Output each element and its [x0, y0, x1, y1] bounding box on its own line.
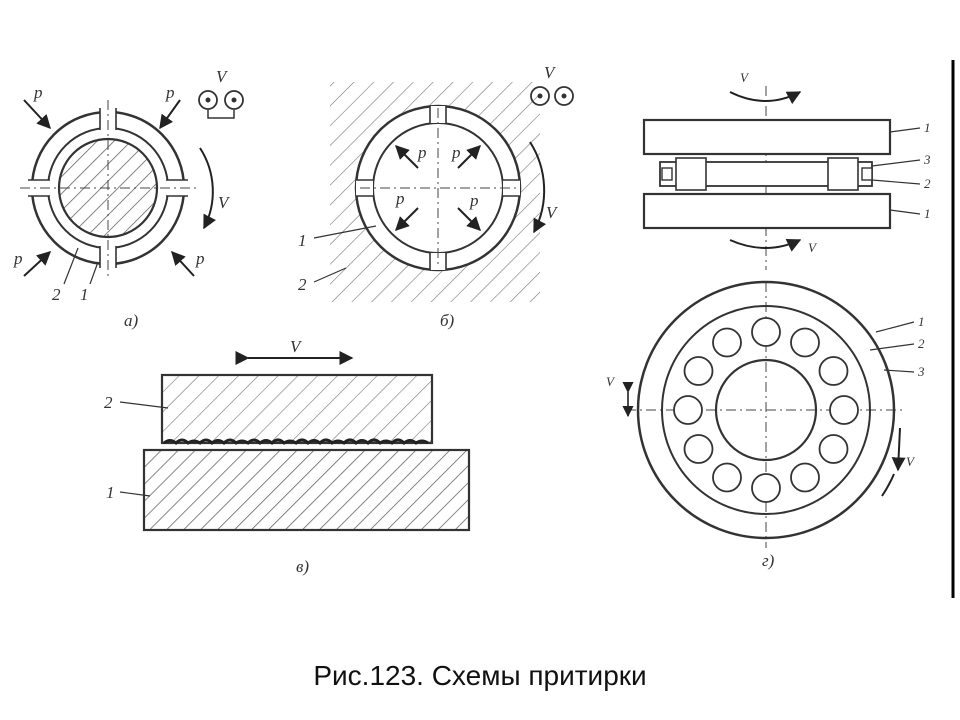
diagram-c: V 2 1 в) [104, 337, 471, 576]
lap-disc-inner [714, 358, 818, 462]
force-label: p [451, 143, 461, 162]
force-label: p [417, 143, 427, 162]
roller [751, 317, 781, 347]
diagram-sublabel: б) [440, 311, 455, 330]
roller [673, 395, 703, 425]
part-label: 2 [104, 393, 113, 412]
rotation-arrow [529, 141, 547, 234]
velocity-label: V [740, 70, 750, 85]
lap-plate-hatched [142, 448, 471, 532]
velocity-label: V [906, 454, 916, 469]
diagram-d-plan: V V 1 2 3 г) [606, 280, 925, 570]
velocity-label: V [544, 63, 557, 82]
part-label: 1 [106, 483, 115, 502]
roller [683, 356, 714, 386]
roller [790, 462, 820, 493]
force-label: p [395, 189, 405, 208]
force-arrow [171, 250, 195, 277]
part-label: 1 [298, 231, 307, 250]
roller [712, 327, 742, 358]
force-label: p [195, 249, 205, 268]
velocity-label: V [606, 374, 616, 389]
workpiece-hatched [160, 373, 434, 445]
roller [712, 462, 742, 493]
part-label: 1 [918, 314, 925, 329]
roller [790, 327, 820, 358]
part-label: 2 [918, 336, 925, 351]
diagram-b: p p p p V V 1 2 б) [298, 63, 574, 330]
part-label: 3 [917, 364, 925, 379]
force-arrow [457, 145, 481, 169]
abrasive-layer [163, 438, 429, 446]
diagram-d-side: V V 1 3 2 1 [642, 70, 931, 270]
roller [818, 434, 849, 464]
force-label: p [13, 249, 23, 268]
force-arrow [159, 99, 181, 130]
part-label: 2 [298, 275, 307, 294]
roller [818, 356, 849, 386]
roller [751, 473, 781, 503]
velocity-label: V [216, 67, 229, 86]
force-label: p [165, 83, 175, 102]
velocity-label: V [546, 203, 559, 222]
part-label: 2 [924, 176, 931, 191]
force-arrow [395, 207, 419, 231]
part-label: 1 [924, 120, 931, 135]
lower-lap-plate [642, 192, 892, 230]
force-arrow [457, 207, 481, 231]
force-arrow [23, 251, 52, 277]
part-label: 1 [924, 206, 931, 221]
roller [829, 395, 859, 425]
velocity-label: V [218, 193, 231, 212]
diagram-a: p p p p V V 2 1 а) [13, 67, 244, 330]
diagram-sublabel: в) [296, 557, 309, 576]
part-label: 3 [923, 152, 931, 167]
part-label: 1 [80, 285, 89, 304]
upper-lap-plate [642, 118, 892, 156]
velocity-label: V [808, 240, 818, 255]
lap-disc-outer [636, 280, 896, 540]
force-arrow [395, 145, 419, 169]
velocity-label: V [290, 337, 303, 356]
diagram-sublabel: а) [124, 311, 139, 330]
part-label: 2 [52, 285, 61, 304]
roller-set [673, 317, 859, 503]
force-arrow [23, 99, 51, 130]
separator-ring [661, 305, 871, 515]
diagram-sublabel: г) [762, 551, 775, 570]
rotation-arrow [199, 147, 216, 230]
force-label: p [33, 83, 43, 102]
figure-caption: Рис.123. Схемы притирки [313, 660, 647, 691]
force-label: p [469, 191, 479, 210]
roller [683, 434, 714, 464]
